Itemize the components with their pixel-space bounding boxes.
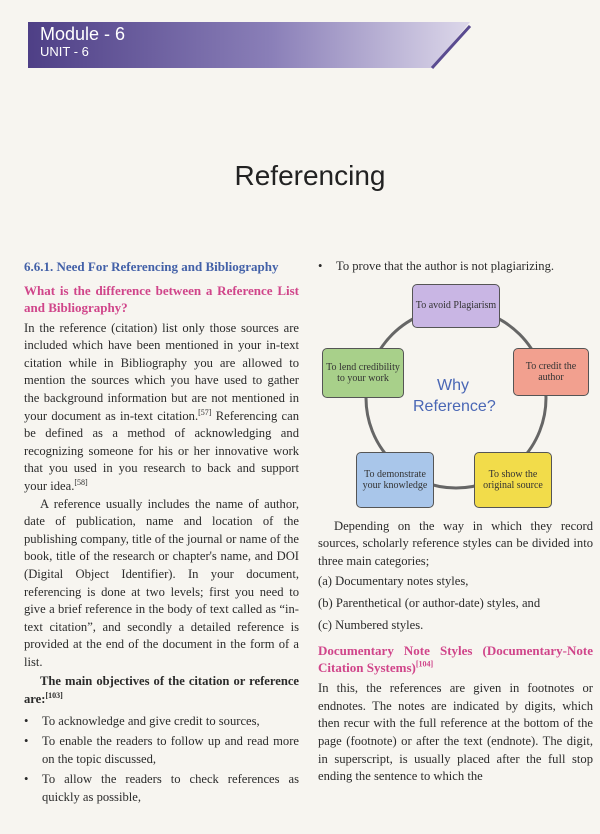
node-demonstrate-knowledge: To demonstrate your knowledge: [356, 451, 434, 508]
right-column: •To prove that the author is not plagiar…: [318, 258, 593, 786]
styles-paragraph: Depending on the way in which they recor…: [318, 518, 593, 568]
list-item: •To enable the readers to follow up and …: [24, 734, 299, 766]
section-heading: 6.6.1. Need For Referencing and Bibliogr…: [24, 259, 279, 274]
objectives-list: •To acknowledge and give credit to sourc…: [24, 713, 299, 807]
subheading: What is the difference between a Referen…: [24, 282, 299, 315]
why-reference-diagram: To avoid Plagiarism To credit the author…: [318, 280, 593, 510]
list-item: •To allow the readers to check reference…: [24, 772, 299, 805]
list-item: •To prove that the author is not plagiar…: [318, 259, 555, 273]
banner-shape: [28, 22, 472, 70]
left-column: 6.6.1. Need For Referencing and Bibliogr…: [24, 258, 299, 810]
list-item: •To acknowledge and give credit to sourc…: [24, 713, 260, 728]
list-item: (a) Documentary notes styles,: [318, 574, 469, 589]
styles-list: (a) Documentary notes styles, (b) Parent…: [318, 573, 593, 634]
diagram-center-label: Why Reference?: [413, 376, 496, 415]
page-title: Referencing: [234, 160, 386, 191]
citation-58: [58]: [74, 477, 88, 487]
node-show-source: To show the original source: [474, 451, 552, 508]
objectives-heading: The main objectives of the citation or r…: [24, 674, 299, 707]
module-label: Module - 6: [40, 24, 126, 44]
doc-note-heading: Documentary Note Styles (Documentary-Not…: [318, 643, 593, 676]
module-banner: Module - 6 UNIT - 6: [0, 0, 600, 80]
list-item: (c) Numbered styles.: [318, 617, 424, 632]
node-avoid-plagiarism: To avoid Plagiarism: [412, 283, 500, 328]
citation-57: [57]: [198, 407, 212, 417]
unit-label: UNIT - 6: [40, 44, 89, 59]
list-item: (b) Parenthetical (or author-date) style…: [318, 595, 541, 610]
paragraph-1: In the reference (citation) list only th…: [24, 320, 300, 493]
doc-note-paragraph: In this, the references are given in foo…: [318, 681, 593, 784]
citation-104: [104]: [415, 659, 434, 669]
citation-103: [103]: [45, 690, 63, 700]
objectives-list-continued: •To prove that the author is not plagiar…: [318, 258, 593, 276]
node-lend-credibility: To lend credibility to your work: [322, 347, 404, 398]
node-credit-author: To credit the author: [513, 347, 589, 396]
paragraph-2: A reference usually includes the name of…: [24, 496, 299, 669]
